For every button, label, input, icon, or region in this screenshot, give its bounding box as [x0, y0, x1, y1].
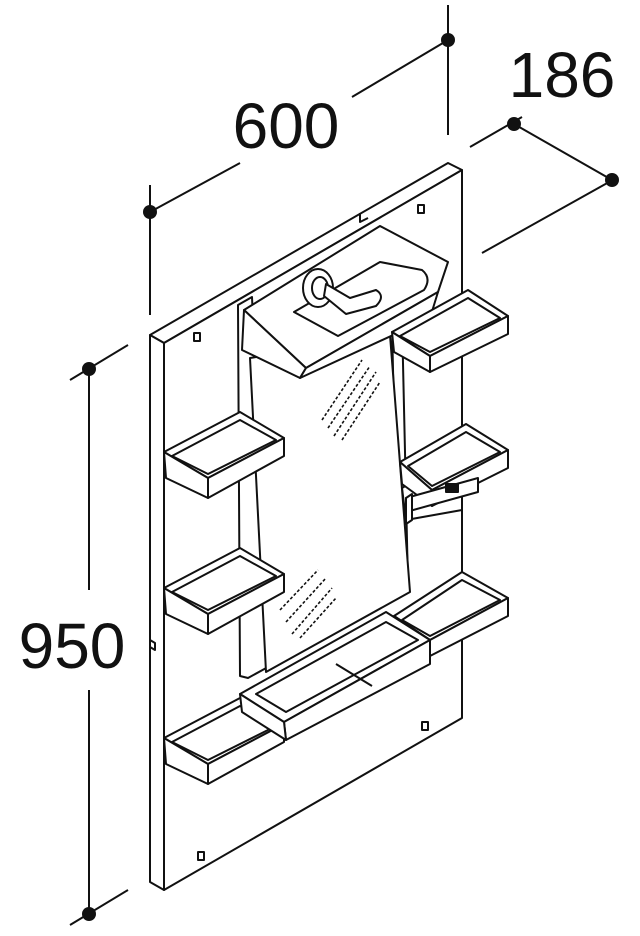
panel-side-face	[149, 334, 165, 891]
width-endpoint-right	[441, 33, 455, 47]
width-endpoint-left	[143, 205, 157, 219]
light-fixture-arm	[323, 283, 382, 315]
light-hood	[241, 225, 449, 379]
depth-endpoint-top	[507, 117, 521, 131]
depth-label: 186	[509, 39, 616, 111]
height-extension-top	[69, 344, 129, 381]
mount-hole	[193, 332, 201, 342]
mirror-reflection-lower	[279, 569, 337, 639]
mount-hole	[421, 721, 429, 731]
panel-side-notch	[149, 639, 156, 651]
tray-inner	[255, 621, 419, 713]
dimension-width	[143, 5, 455, 315]
panel-notch	[359, 213, 369, 223]
dimension-depth	[469, 116, 619, 254]
height-endpoint-bottom	[82, 907, 96, 921]
width-leader-left	[149, 162, 241, 213]
height-endpoint-top	[82, 362, 96, 376]
outlet-slot	[445, 483, 459, 493]
shelf-left-middle	[163, 547, 285, 635]
width-leader-right	[351, 39, 449, 98]
height-extension-bottom	[69, 889, 129, 926]
mount-hole	[197, 851, 205, 861]
shelf-left-upper	[163, 411, 285, 499]
outlet-side	[405, 493, 413, 525]
mirror-reflection-upper	[321, 359, 381, 441]
depth-extension-bottom	[481, 176, 619, 254]
tray-side	[239, 693, 287, 741]
mount-hole	[417, 204, 425, 214]
height-label: 950	[19, 610, 126, 682]
width-label: 600	[233, 90, 340, 162]
bottom-tray	[239, 611, 431, 741]
outlet-block	[405, 477, 479, 525]
depth-endpoint-bottom	[605, 173, 619, 187]
depth-leader	[513, 123, 613, 181]
dimension-height	[69, 344, 129, 926]
tray-divider	[335, 663, 373, 687]
shelf-right-upper	[391, 289, 509, 373]
